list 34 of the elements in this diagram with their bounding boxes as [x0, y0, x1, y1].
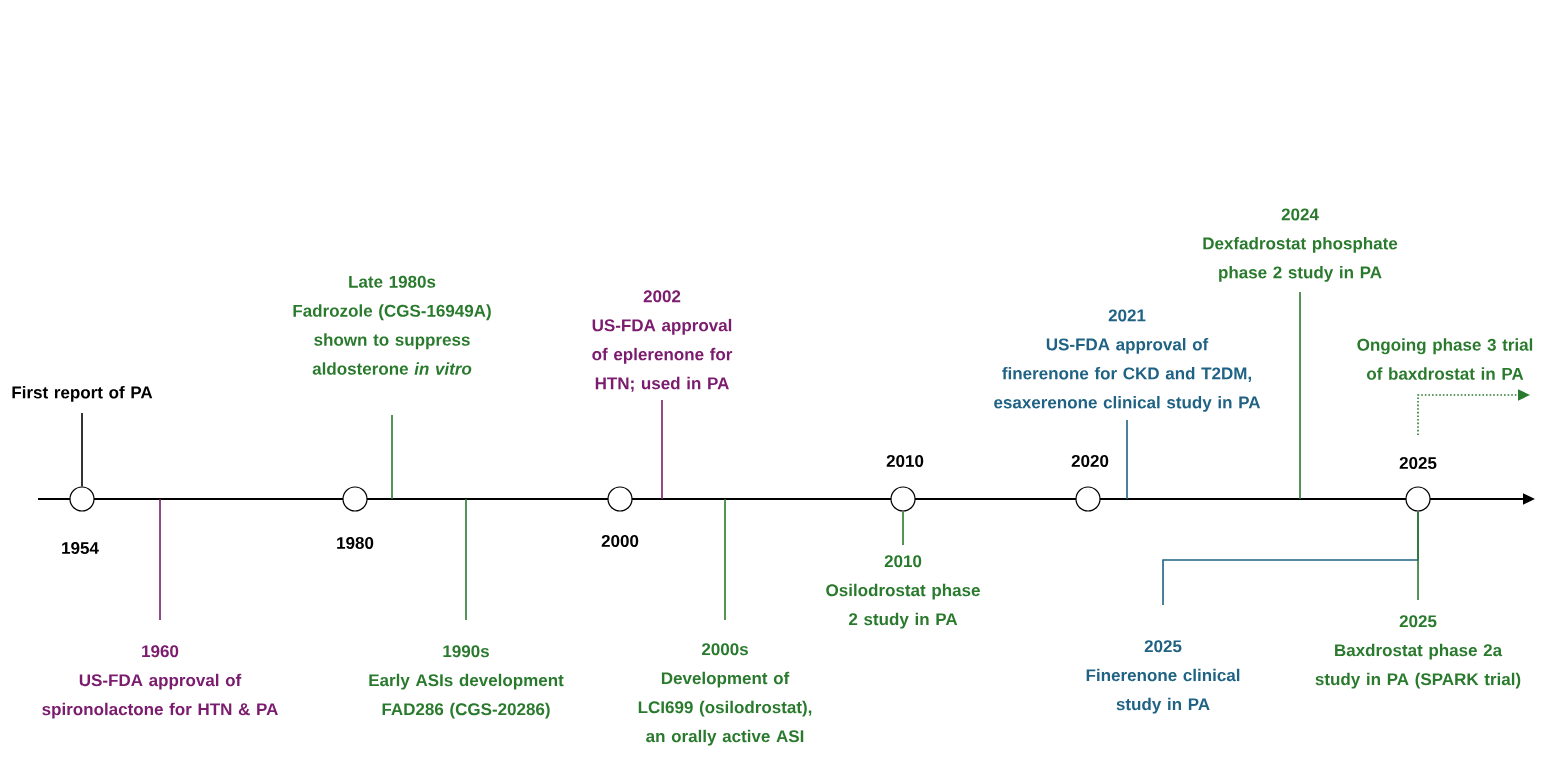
event-text: 2024 Dexfadrostat phosphate phase 2 study in PA	[1203, 208, 1398, 282]
stem-line	[902, 510, 904, 546]
event-text: Late 1980s Fadrozole (CGS-16949A) shown to suppress aldosterone in vitro	[293, 275, 491, 375]
event-text: 2025 Finerenone clinical study in PA	[1086, 640, 1240, 714]
event-text: 2025 Baxdrostat phase 2a study in PA (SPARK trial)	[1315, 615, 1521, 689]
timeline-circle	[607, 486, 633, 512]
event-text: 1990s Early ASIs development FAD286 (CGS-20286)	[369, 645, 564, 719]
timeline-circle	[1405, 486, 1431, 512]
stem-line	[81, 412, 83, 488]
stem-line	[1126, 419, 1128, 500]
event-text: 2000s Development of LCI699 (osilodrostat), an orally active ASI	[638, 643, 812, 746]
stem-line	[724, 498, 726, 621]
event-text: 2021 US-FDA approval of finerenone for CKD and T2DM, esaxerenone clinical study in PA	[994, 309, 1261, 412]
stem-line	[159, 498, 161, 621]
year-label: 2025	[1399, 457, 1437, 470]
event-text: First report of PA	[12, 385, 153, 402]
event-text: 2010 Osilodrostat phase 2 study in PA	[826, 555, 980, 629]
timeline-circle	[890, 486, 916, 512]
event-text: 2002 US-FDA approval of eplerenone for HTN; used in PA	[592, 290, 733, 392]
year-label: 1980	[337, 537, 374, 550]
event-text: 1960 US-FDA approval of spironolactone for HTN & PA	[42, 645, 278, 719]
stem-line	[1417, 510, 1419, 601]
timeline-circle	[69, 486, 95, 512]
timeline-circle	[1075, 486, 1101, 512]
event-text: Ongoing phase 3 trial of baxdrostat in PA	[1357, 338, 1533, 380]
year-label: 2020	[1071, 455, 1109, 468]
year-label: 2010	[886, 455, 924, 468]
year-label: 1954	[62, 542, 99, 555]
timeline-circle	[342, 486, 368, 512]
stem-line	[1299, 291, 1301, 500]
year-label: 2000	[601, 535, 639, 548]
stem-line	[391, 414, 393, 500]
stem-line	[661, 399, 663, 500]
stem-line	[465, 498, 467, 621]
